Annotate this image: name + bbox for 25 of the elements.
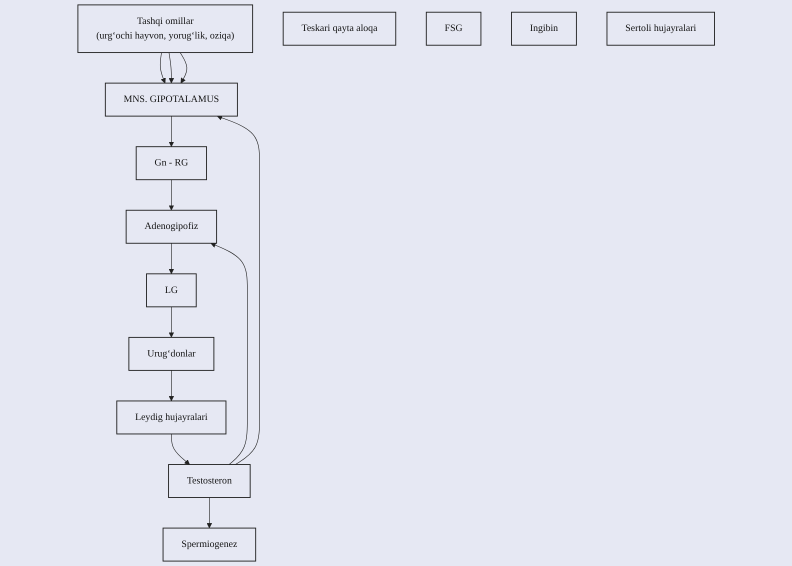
arrow	[180, 52, 187, 84]
node-box: MNS. GIPOTALAMUS	[104, 82, 238, 117]
arrow	[168, 179, 174, 210]
node-box: Gn - RG	[136, 146, 207, 180]
node-box: Leydig hujayralari	[116, 400, 226, 434]
node-box: Adenogipofiz	[125, 210, 217, 244]
arrow	[210, 242, 248, 465]
node-box: Tashqi omillar (urg‘ochi hayvon, yorug‘lik, oziqa)	[77, 4, 253, 54]
node-box: Teskari qayta aloqa	[282, 12, 396, 46]
arrow	[168, 52, 174, 84]
node-box: Ingibin	[510, 12, 577, 46]
arrow	[168, 242, 174, 274]
arrow	[206, 497, 212, 528]
arrow	[216, 115, 260, 465]
arrow	[168, 306, 174, 338]
node-box: Urug‘donlar	[128, 336, 214, 371]
node-box: LG	[146, 273, 196, 308]
arrow	[168, 370, 174, 402]
arrow	[168, 116, 174, 147]
node-box: Testosteron	[168, 464, 250, 498]
node-box: Spermiogenez	[162, 528, 256, 562]
arrow	[170, 434, 190, 465]
arrow	[160, 52, 166, 84]
node-box: FSG	[426, 12, 482, 46]
node-box: Sertoli hujayralari	[606, 12, 715, 46]
